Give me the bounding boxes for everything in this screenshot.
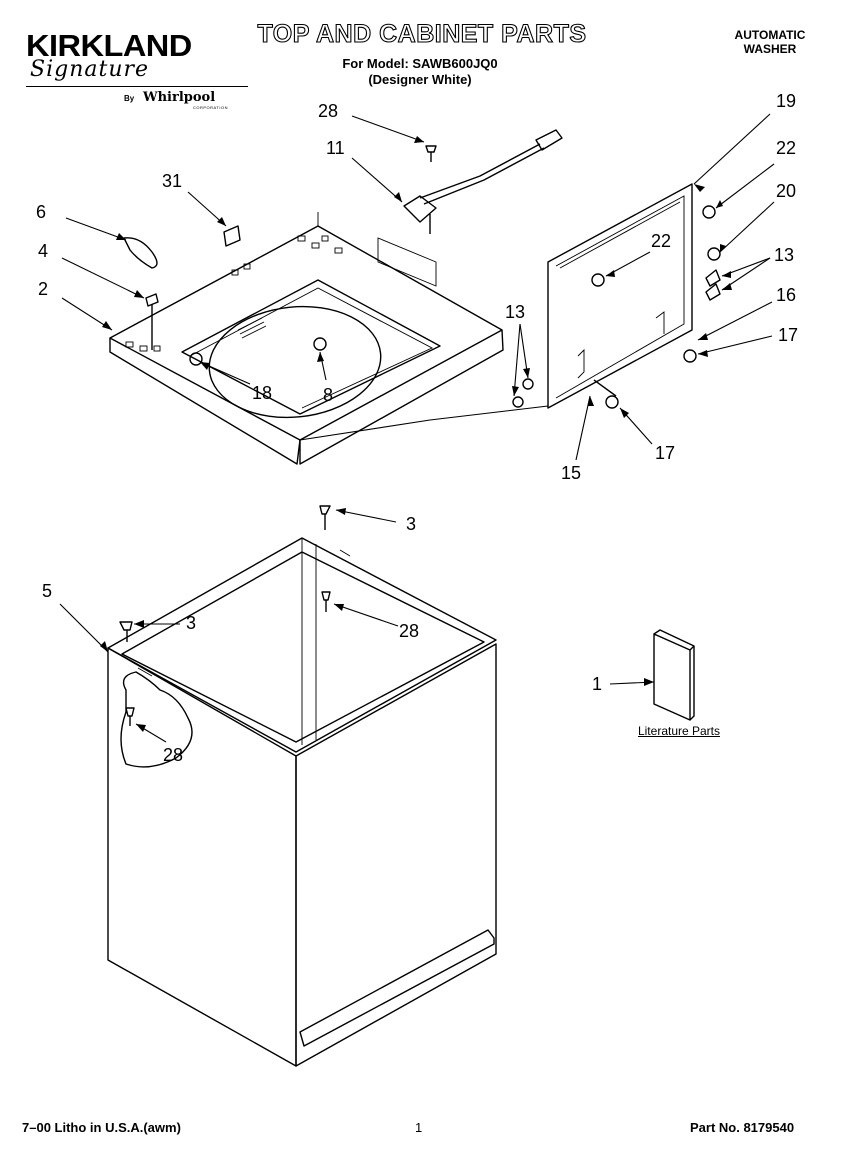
leader-lines: [59, 113, 775, 743]
callout-18: 18: [252, 383, 273, 403]
callout-28-left: 28: [163, 745, 184, 765]
callout-13-right: 13: [774, 245, 795, 265]
callout-15: 15: [561, 463, 582, 483]
wire-harness: [403, 129, 563, 234]
callout-31: 31: [162, 171, 183, 191]
product-type: AUTOMATIC WASHER: [715, 28, 825, 56]
page-number: 1: [415, 1120, 423, 1135]
callout-17-right: 17: [778, 325, 799, 345]
page-title: TOP AND CABINET PARTS: [257, 19, 587, 48]
brand-name: KIRKLAND: [26, 28, 192, 63]
model-info: For Model: SAWB600JQ0 (Designer White): [300, 56, 540, 88]
washer-cabinet: [107, 537, 497, 1067]
callout-8: 8: [323, 385, 334, 405]
literature-parts-label: Literature Parts: [637, 724, 721, 738]
callout-20: 20: [776, 181, 797, 201]
callout-3-left: 3: [186, 613, 197, 633]
callout-2: 2: [38, 279, 49, 299]
callout-4: 4: [38, 241, 49, 261]
footer-litho: 7–00 Litho in U.S.A.(awm): [22, 1120, 181, 1135]
brand-divider: [26, 86, 248, 87]
leader-arrowheads: [100, 136, 732, 732]
product-type-line1: AUTOMATIC: [734, 28, 806, 42]
part-number: Part No. 8179540: [690, 1120, 795, 1135]
callout-22-left: 22: [651, 231, 672, 251]
model-variant: (Designer White): [368, 72, 472, 87]
literature-parts-booklet: [653, 629, 695, 721]
kirkland-signature-logo: KIRKLAND Signature: [26, 30, 206, 81]
callout-6: 6: [36, 202, 47, 222]
callout-17-bottom: 17: [655, 443, 676, 463]
product-type-line2: WASHER: [743, 42, 797, 56]
callout-28-mid: 28: [399, 621, 420, 641]
callout-5: 5: [42, 581, 53, 601]
screws-and-clips: [119, 145, 721, 726]
model-line: For Model: SAWB600JQ0: [342, 56, 498, 71]
brand-signature: Signature: [30, 57, 150, 82]
callout-13-left: 13: [505, 302, 526, 322]
console-panel: [299, 183, 693, 441]
manufacturer-logo: Whirlpool: [143, 90, 216, 105]
callout-1: 1: [592, 674, 603, 694]
manufacturer-sub: CORPORATION: [193, 105, 228, 110]
washer-top-panel: [109, 212, 504, 465]
callout-28-top: 28: [318, 101, 339, 121]
callout-22-right: 22: [776, 138, 797, 158]
by-label: By: [124, 94, 135, 103]
callout-11: 11: [326, 138, 345, 158]
callout-16: 16: [776, 285, 797, 305]
callout-19: 19: [776, 91, 797, 111]
callout-3-top: 3: [406, 514, 417, 534]
